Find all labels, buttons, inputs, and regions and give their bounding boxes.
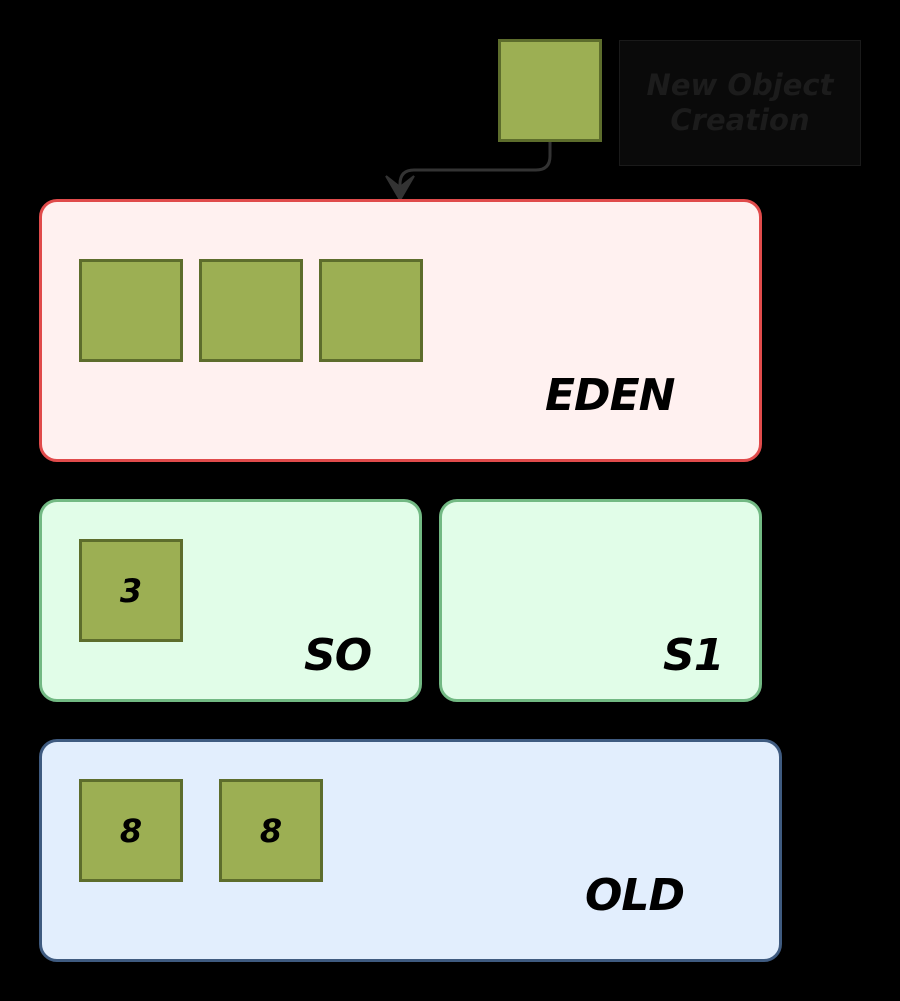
survivor-0-region: 3 SO [39, 499, 422, 702]
old-region: 8 8 OLD [39, 739, 782, 962]
new-object [498, 39, 602, 142]
old-object: 8 [219, 779, 323, 882]
eden-label: EDEN [545, 370, 675, 421]
new-object-caption: New Object Creation [619, 40, 861, 166]
eden-region: EDEN [39, 199, 762, 462]
s1-label: S1 [663, 630, 724, 681]
allocation-arrow-line [398, 140, 552, 198]
old-object: 8 [79, 779, 183, 882]
s0-label: SO [304, 630, 372, 681]
s0-object: 3 [79, 539, 183, 642]
eden-object [319, 259, 423, 362]
eden-object [199, 259, 303, 362]
survivor-1-region: S1 [439, 499, 762, 702]
eden-object [79, 259, 183, 362]
old-label: OLD [585, 870, 685, 921]
allocation-arrow-head [385, 175, 415, 202]
